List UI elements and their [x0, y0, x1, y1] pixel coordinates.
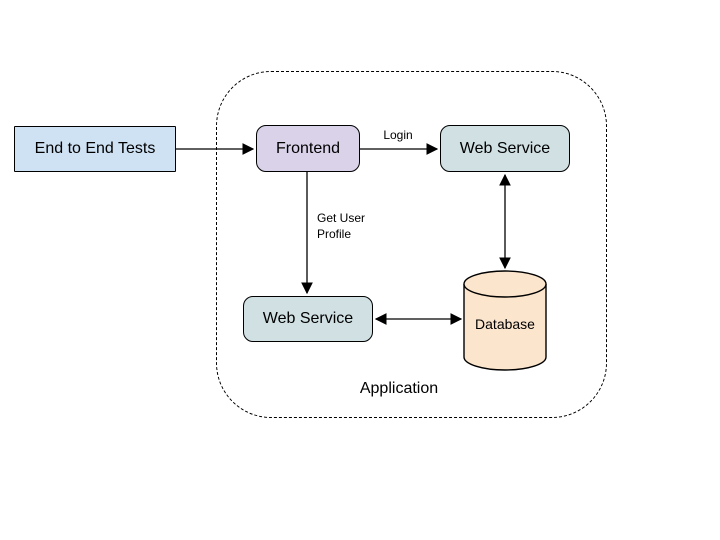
- edge-label-login: Login: [383, 128, 413, 142]
- node-web-service-top: Web Service: [440, 125, 570, 172]
- node-frontend: Frontend: [256, 125, 360, 172]
- application-boundary: [216, 71, 607, 418]
- edge-label-get-user-profile: Get User Profile: [317, 211, 366, 241]
- node-web-service-bottom: Web Service: [243, 296, 373, 342]
- node-database-label: Database: [475, 316, 535, 332]
- application-boundary-label: Application: [359, 380, 439, 397]
- node-end-to-end-tests: End to End Tests: [14, 126, 176, 172]
